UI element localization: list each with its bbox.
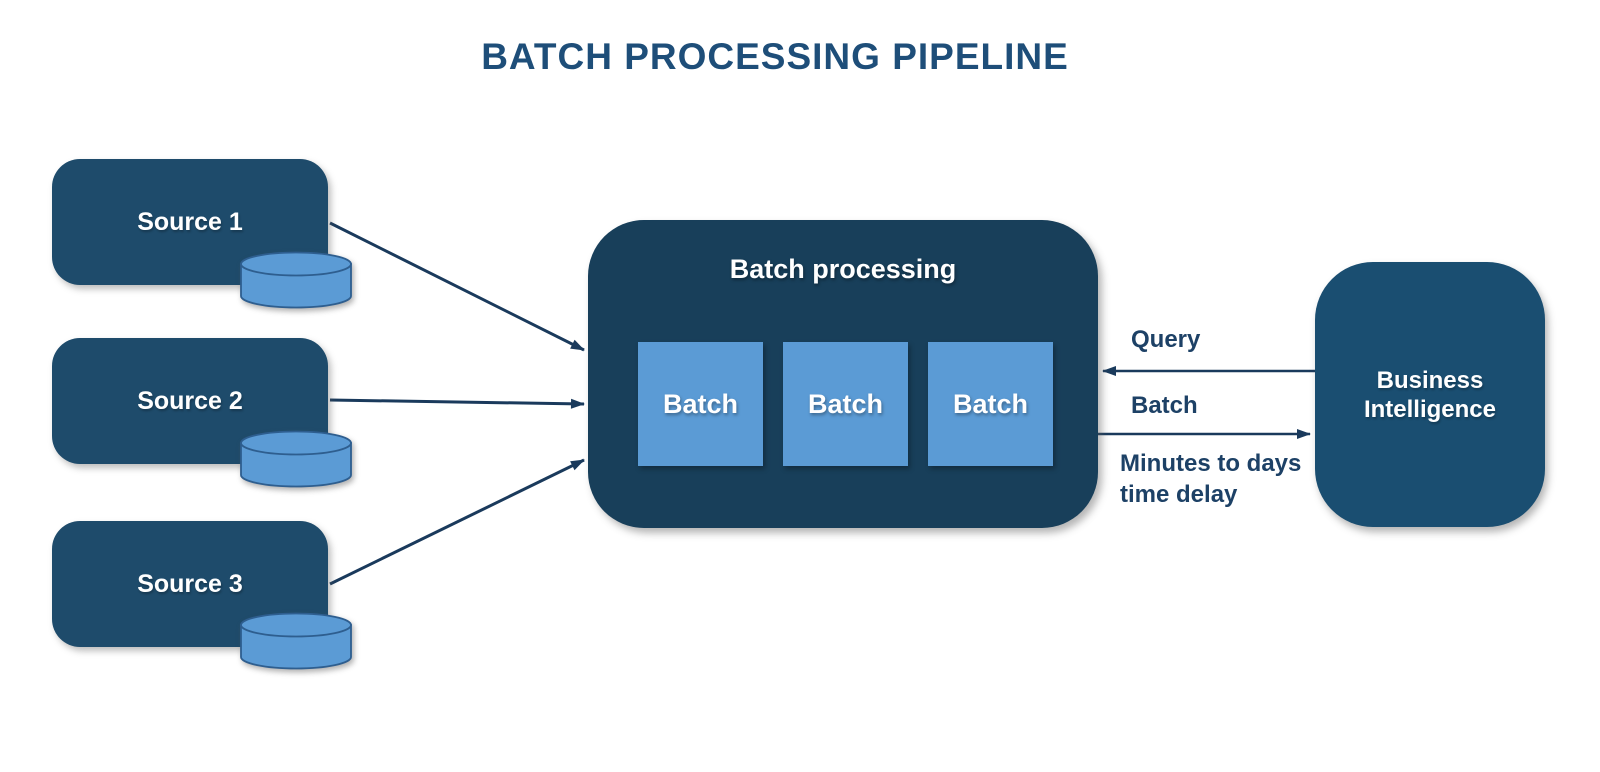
source-2-label: Source 2 [137, 386, 243, 415]
source-1-label: Source 1 [137, 207, 243, 236]
database-icon [240, 430, 352, 488]
page-title: BATCH PROCESSING PIPELINE [481, 36, 1069, 77]
batch-item-2: Batch [783, 342, 908, 466]
arrow-source3-to-batch-icon [329, 458, 585, 586]
batch-processing-title: Batch processing [729, 254, 957, 284]
query-flow-label: Query [1131, 326, 1201, 353]
business-intelligence-node: Business Intelligence [1315, 262, 1545, 527]
arrow-source1-to-batch-icon [329, 221, 585, 352]
batch-processing-node: Batch processing Batch Batch Batch [588, 220, 1098, 528]
time-delay-note: Minutes to days time delay [1120, 450, 1302, 508]
business-intelligence-label: Business Intelligence [1363, 366, 1497, 423]
database-icon [240, 251, 352, 309]
database-icon [240, 612, 352, 670]
source-3-label: Source 3 [137, 569, 243, 598]
batch-flow-label: Batch [1131, 392, 1198, 419]
arrow-source2-to-batch-icon [329, 398, 585, 409]
batch-item-1: Batch [638, 342, 763, 466]
batch-item-3: Batch [928, 342, 1053, 466]
